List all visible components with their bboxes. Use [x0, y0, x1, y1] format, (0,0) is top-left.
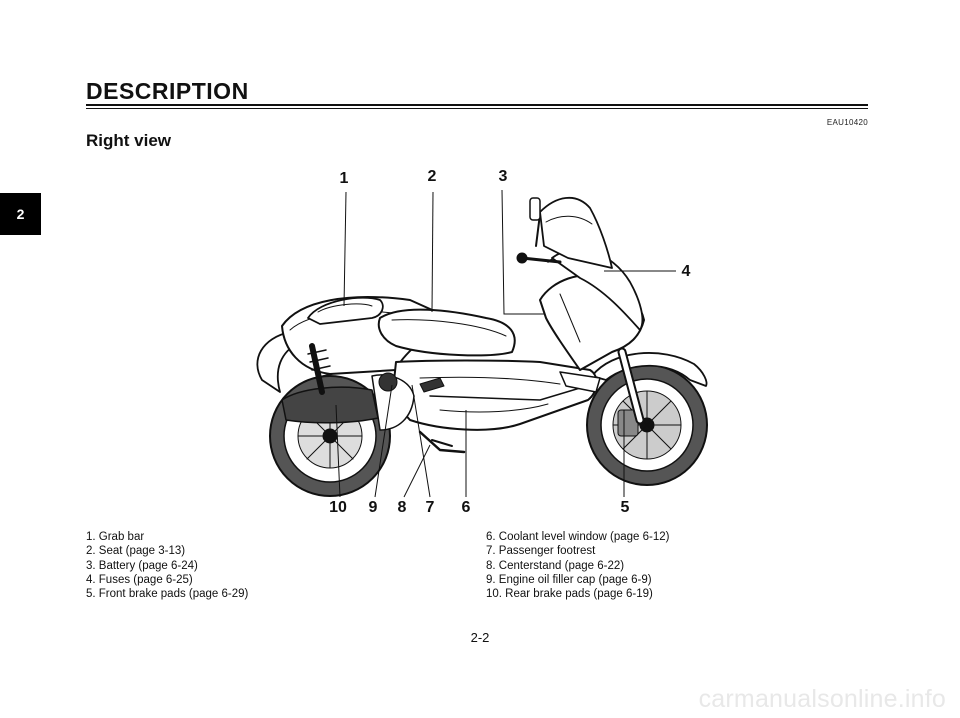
- callout-6: 6: [461, 499, 471, 516]
- callout-8: 8: [397, 499, 407, 516]
- legend-column-right: 6. Coolant level window (page 6-12) 7. P…: [486, 530, 669, 601]
- legend-item: 9. Engine oil filler cap (page 6-9): [486, 573, 652, 586]
- legend-item: 8. Centerstand (page 6-22): [486, 559, 625, 572]
- callout-2: 2: [427, 168, 437, 185]
- legend-item: 6. Coolant level window (page 6-12): [486, 531, 670, 543]
- callout-10: 10: [329, 499, 347, 516]
- callout-9: 9: [368, 499, 378, 516]
- callout-7: 7: [425, 499, 435, 516]
- section-title: DESCRIPTION: [86, 78, 249, 104]
- reference-code: EAU10420: [826, 118, 868, 127]
- page-subtitle: Right view: [86, 131, 172, 150]
- title-rule-thick: [86, 104, 868, 106]
- legend-item: 2. Seat (page 3-13): [86, 545, 186, 558]
- legend-item: 10. Rear brake pads (page 6-19): [486, 588, 653, 601]
- legend-item: 1. Grab bar: [86, 531, 145, 543]
- callout-1: 1: [339, 170, 349, 187]
- callout-4: 4: [681, 263, 691, 280]
- legend-item: 4. Fuses (page 6-25): [86, 573, 193, 586]
- callout-3: 3: [498, 168, 508, 185]
- legend-item: 7. Passenger footrest: [486, 545, 596, 558]
- front-wheel: [586, 364, 708, 486]
- legend-item: 5. Front brake pads (page 6-29): [86, 588, 249, 601]
- watermark: carmanualsonline.info: [698, 685, 946, 713]
- chapter-tab: 2: [0, 193, 41, 235]
- legend-item: 3. Battery (page 6-24): [86, 559, 198, 572]
- callout-5: 5: [620, 499, 630, 516]
- callout-leaders: [335, 189, 676, 498]
- title-rule-thin: [86, 108, 868, 109]
- page-number: 2-2: [470, 630, 490, 645]
- legend-column-left: 1. Grab bar 2. Seat (page 3-13) 3. Batte…: [86, 530, 248, 601]
